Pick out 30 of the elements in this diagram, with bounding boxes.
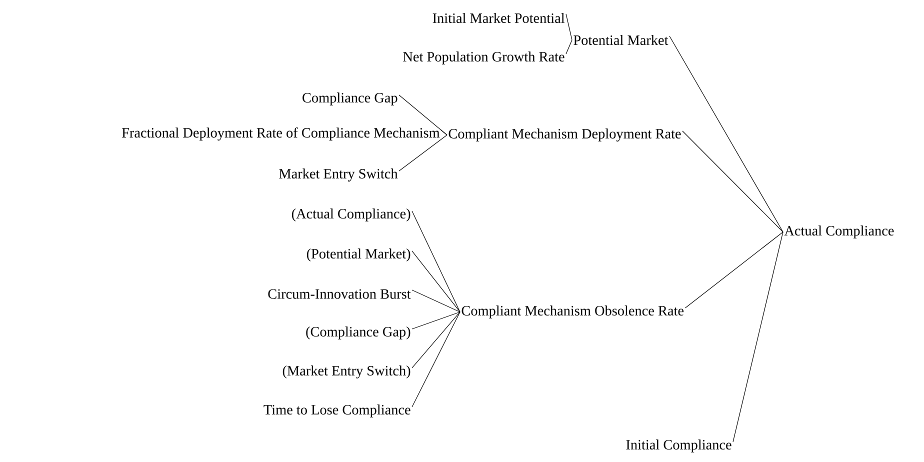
connector-line	[412, 312, 460, 330]
variable-label: Initial Compliance	[626, 440, 732, 452]
variable-label: Actual Compliance	[784, 226, 894, 238]
connector-line	[412, 250, 460, 312]
connector-line	[682, 130, 784, 232]
variable-label: Initial Market Potential	[432, 13, 565, 23]
variable-label: Net Population Growth Rate	[403, 52, 564, 64]
variable-label: Time to Lose Compliance	[264, 404, 410, 418]
variable-label: Fractional Deployment Rate of Compliance Mechanism	[122, 127, 440, 141]
variable-label: Market Entry Switch	[279, 168, 398, 182]
variable-label: Circum-Innovation Burst	[268, 289, 411, 299]
variable-label: (Compliance Gap)	[306, 326, 410, 340]
connector-line	[669, 36, 784, 232]
variable-label: Compliant Mechanism Obsolence Rate	[462, 306, 684, 318]
connector-line	[440, 130, 448, 136]
connector-line	[412, 312, 460, 408]
variable-label: (Market Entry Switch)	[282, 366, 410, 378]
variable-label: (Potential Market)	[306, 248, 410, 262]
connector-line	[684, 232, 784, 308]
connector-line	[412, 210, 460, 312]
variable-label: Compliant Mechanism Deployment Rate	[448, 128, 681, 142]
connector-line	[412, 312, 460, 368]
connector-line	[566, 40, 572, 54]
variable-label: Compliance Gap	[302, 92, 398, 106]
connector-line	[566, 14, 572, 40]
connector-line	[398, 134, 448, 172]
connector-line	[412, 290, 460, 312]
variable-label: Potential Market	[574, 35, 668, 45]
connector-line	[732, 232, 784, 442]
variable-label: (Actual Compliance)	[292, 208, 410, 222]
